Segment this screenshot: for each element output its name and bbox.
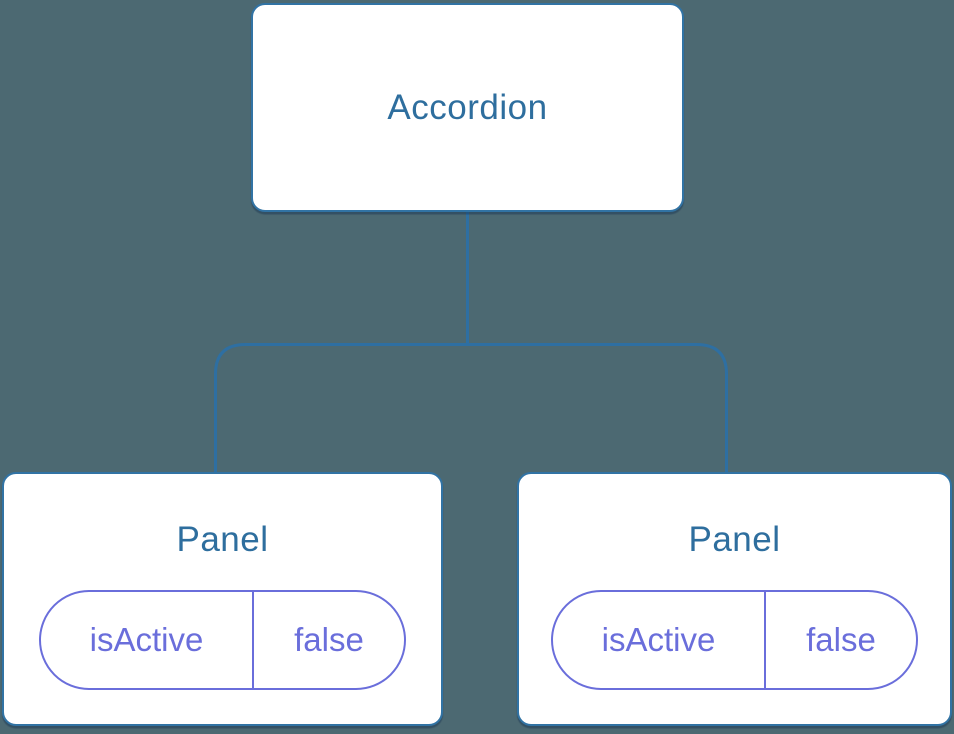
state-key-cell: isActive [601, 621, 716, 658]
state-key-cell: isActive [89, 621, 204, 658]
component-node-panel-left: Panel isActive false [2, 472, 443, 726]
accordion-node-label: Accordion [387, 87, 548, 127]
component-node-accordion: Accordion [251, 3, 684, 212]
state-pill: isActive false [39, 590, 406, 690]
connector-bracket [214, 343, 728, 478]
panel-node-label: Panel [688, 520, 781, 559]
panel-node-label: Panel [176, 520, 269, 559]
component-node-panel-right: Panel isActive false [517, 472, 952, 726]
state-pill: isActive false [551, 590, 918, 690]
state-value-cell: false [252, 592, 404, 688]
state-value-cell: false [764, 592, 916, 688]
tree-connector [214, 205, 728, 478]
